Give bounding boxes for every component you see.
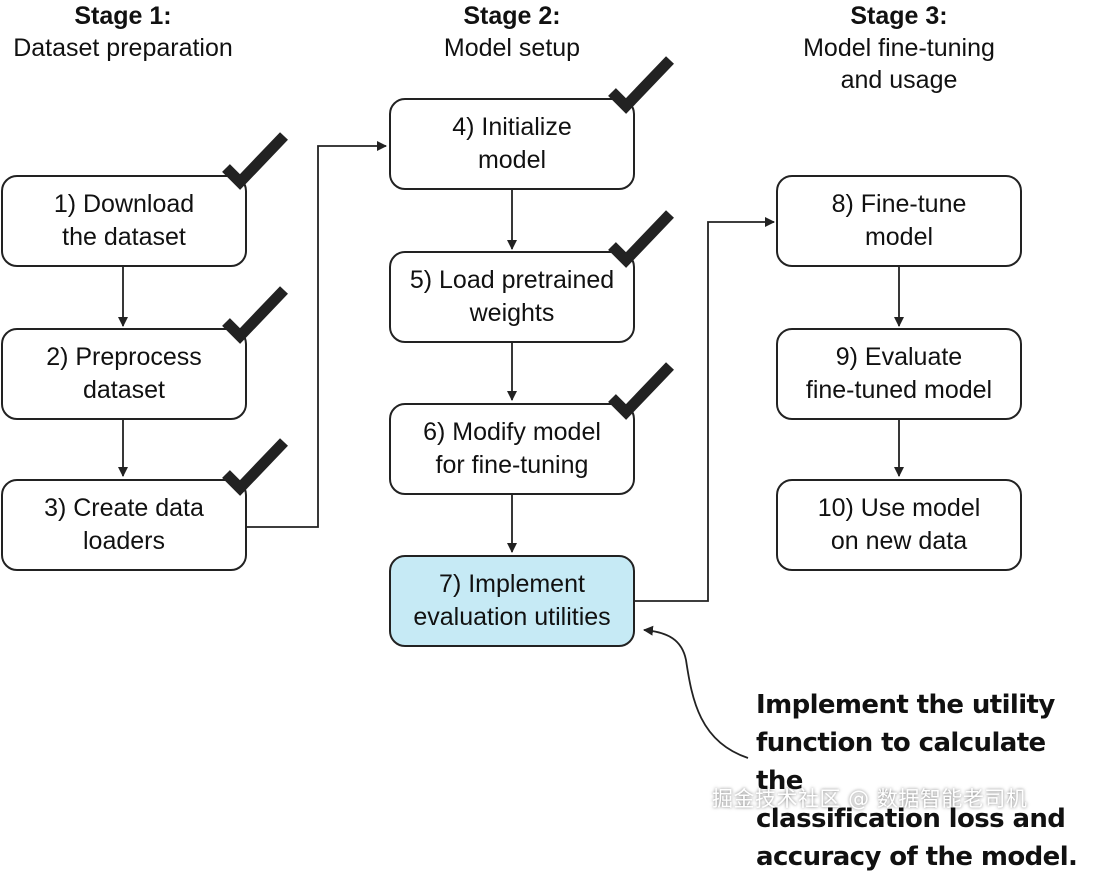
stage-1-subtitle: Dataset preparation (13, 34, 233, 62)
stage-3-title: Stage 3: (850, 2, 948, 30)
step-5-check-icon (608, 210, 674, 268)
step-7-implement-evaluation-utilities: 7) Implement evaluation utilities (389, 555, 635, 647)
step-4-check-icon (608, 56, 674, 114)
stage-3-heading: Stage 3: Model fine-tuning and usage (764, 0, 1034, 96)
step-9-line-2: fine-tuned model (805, 376, 993, 404)
step-9-evaluate-fine-tuned-model: 9) Evaluate fine-tuned model (776, 328, 1022, 420)
step-7-line-1: 7) Implement (439, 570, 585, 598)
stage-2-title: Stage 2: (463, 2, 561, 30)
step-3-line-1: 3) Create data (44, 494, 204, 522)
step-7-line-2: evaluation utilities (413, 603, 611, 631)
step-4-line-1: 4) Initialize (452, 113, 572, 141)
step-8-fine-tune-model: 8) Fine-tune model (776, 175, 1022, 267)
stage-3-subtitle-line-1: Model fine-tuning (803, 34, 995, 62)
step-6-line-2: for fine-tuning (435, 451, 589, 479)
flow-connectors (118, 141, 904, 759)
arrow-3-to-4 (247, 141, 387, 528)
step-4-line-2: model (477, 146, 547, 174)
step-2-preprocess-dataset: 2) Preprocess dataset (1, 328, 247, 420)
step-6-check-icon (608, 362, 674, 420)
arrow-7-to-8 (635, 217, 775, 602)
watermark-text: 掘金技术社区 @ 数据智能老司机 (712, 787, 1028, 811)
step-1-download-dataset: 1) Download the dataset (1, 175, 247, 267)
step-2-line-2: dataset (82, 376, 165, 404)
step-10-line-1: 10) Use model (817, 494, 981, 522)
step-10-use-model-on-new-data: 10) Use model on new data (776, 479, 1022, 571)
step-2-check-icon (222, 286, 288, 344)
step-3-create-data-loaders: 3) Create data loaders (1, 479, 247, 571)
step-3-check-icon (222, 438, 288, 496)
stage-2-subtitle: Model setup (443, 34, 581, 62)
stage-3-subtitle-line-2: and usage (840, 66, 958, 94)
step-4-initialize-model: 4) Initialize model (389, 98, 635, 190)
stage-2-heading: Stage 2: Model setup (389, 0, 635, 64)
annotation-callout: Implement the utility function to calcul… (756, 686, 1100, 876)
step-9-line-1: 9) Evaluate (835, 343, 963, 371)
annotation-line-4: accuracy of the model. (756, 842, 1078, 872)
step-8-line-2: model (864, 223, 934, 251)
step-10-line-2: on new data (830, 527, 968, 555)
annotation-line-2: function to calculate the (756, 728, 1046, 796)
step-3-line-2: loaders (82, 527, 165, 555)
step-1-check-icon (222, 132, 288, 190)
step-1-line-1: 1) Download (53, 190, 195, 218)
annotation-pointer-arrow (643, 625, 749, 759)
annotation-line-3: classification loss and (756, 804, 1066, 834)
step-5-line-2: weights (469, 299, 555, 327)
stage-1-heading: Stage 1: Dataset preparation (0, 0, 246, 64)
step-6-line-1: 6) Modify model (423, 418, 601, 446)
step-5-line-1: 5) Load pretrained (409, 266, 615, 294)
annotation-line-1: Implement the utility (756, 690, 1055, 720)
stage-1-title: Stage 1: (74, 2, 172, 30)
step-2-line-1: 2) Preprocess (46, 343, 202, 371)
step-8-line-1: 8) Fine-tune (831, 190, 967, 218)
step-1-line-2: the dataset (62, 223, 186, 251)
step-6-modify-model: 6) Modify model for fine-tuning (389, 403, 635, 495)
step-5-load-pretrained-weights: 5) Load pretrained weights (389, 251, 635, 343)
